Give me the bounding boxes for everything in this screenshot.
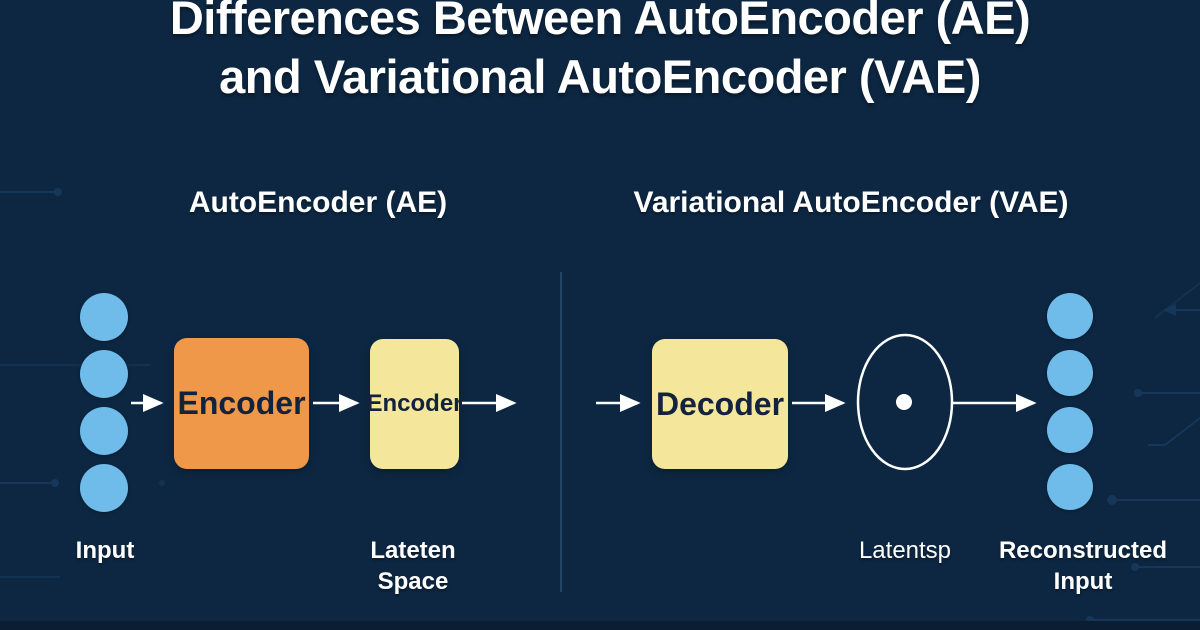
ae-input-label: Input [75, 537, 135, 564]
network-node-circle [80, 350, 128, 398]
vae-output-label-line1: Reconstructed [998, 537, 1168, 564]
network-node-circle [1047, 407, 1093, 453]
ae-latent-space-label: Lateten Space [333, 535, 493, 597]
vae-section-heading: Variational AutoEncoder (VAE) [633, 186, 1069, 219]
latent-sample-dot [896, 394, 912, 410]
page-title: Differences Between AutoEncoder (AE) and… [0, 0, 1200, 106]
ae-encoder-box: Encoder [174, 338, 309, 469]
latent-distribution-ellipse [856, 333, 954, 471]
network-node-circle [1047, 464, 1093, 510]
ae-latent-box-label: Encoder [366, 390, 463, 417]
vae-output-label-line2: Input [1053, 568, 1113, 595]
page-title-line2: and Variational AutoEncoder (VAE) [219, 50, 981, 103]
bottom-strip-decoration [0, 621, 1200, 630]
ae-latent-label-line2: Space [377, 568, 449, 595]
vae-decoder-box: Decoder [652, 339, 788, 469]
ae-latent-label-line1: Lateten [370, 537, 456, 564]
network-node-circle [1047, 293, 1093, 339]
vae-decoder-box-label: Decoder [655, 385, 785, 422]
vae-output-nodes [1047, 293, 1093, 510]
section-divider [560, 272, 562, 592]
ae-section-heading: AutoEncoder (AE) [188, 186, 448, 219]
vae-output-label: Reconstructed Input [983, 535, 1183, 597]
network-node-circle [80, 407, 128, 455]
ae-latent-space-box: Encoder [366, 339, 463, 469]
ae-input-nodes [80, 293, 128, 512]
network-node-circle [1047, 350, 1093, 396]
ae-encoder-box-label: Encoder [177, 385, 306, 421]
page-title-line1: Differences Between AutoEncoder (AE) [169, 0, 1031, 44]
network-node-circle [80, 293, 128, 341]
vae-latent-space-label: Latentsp [858, 537, 952, 564]
network-node-circle [80, 464, 128, 512]
